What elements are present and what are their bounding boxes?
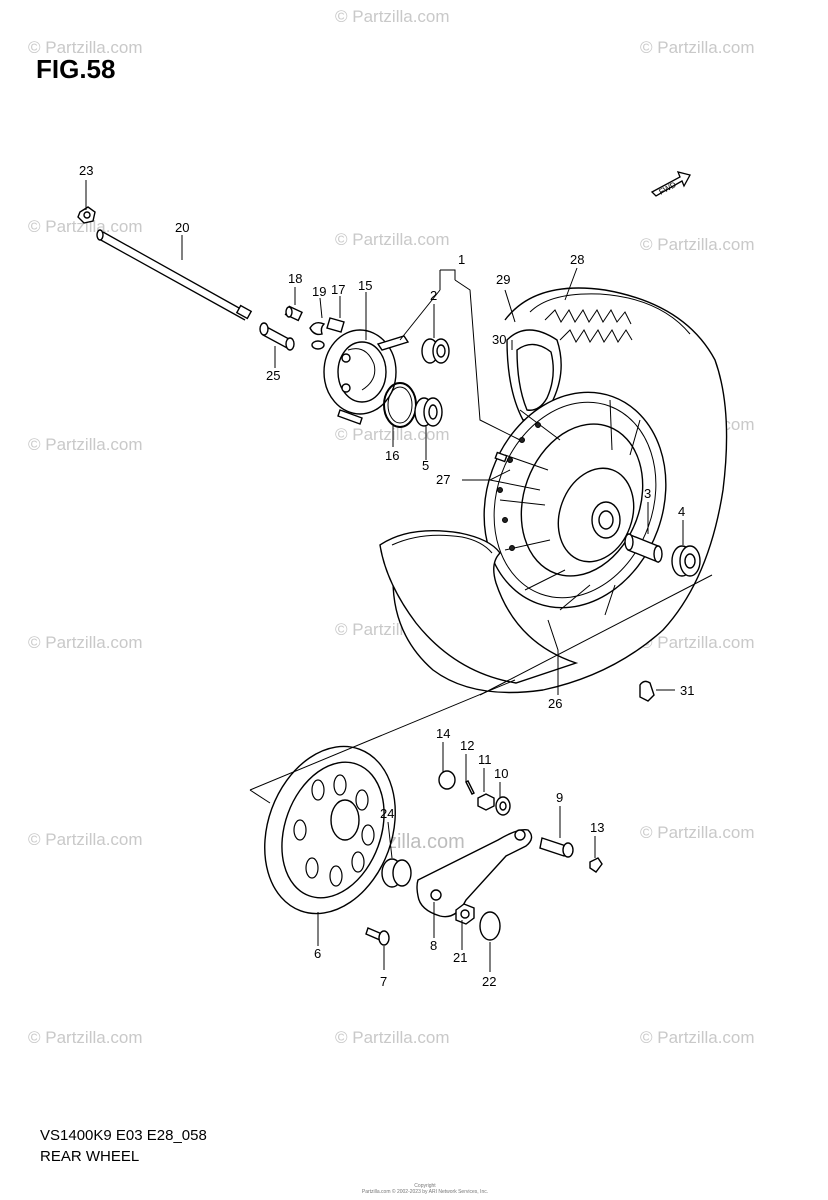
torque-link-nut-upper	[477, 793, 495, 811]
watermark-text: © Partzilla.com	[640, 38, 755, 57]
watermark-text: © Partzilla.com	[28, 633, 143, 652]
tire-lower-section	[379, 530, 579, 684]
torque-link-nut	[455, 903, 475, 925]
callout-6: 6	[314, 946, 321, 961]
callout-30: 30	[492, 332, 506, 347]
callout-11: 11	[478, 752, 492, 767]
callout-23: 23	[79, 163, 93, 178]
callout-22: 22	[482, 974, 496, 989]
wheel-spacer	[624, 532, 663, 564]
watermark-text: © Partzilla.com	[640, 235, 755, 254]
axle-spacer	[259, 322, 295, 351]
brake-disc	[264, 745, 396, 915]
rear-wheel-rim	[483, 391, 667, 616]
wheel-bearing	[414, 397, 443, 427]
fwd-arrow-icon: FWD	[650, 171, 691, 197]
callout-25: 25	[266, 368, 280, 383]
fig-title: FIG.58	[36, 54, 116, 84]
watermark-text: © Partzilla.com	[335, 7, 450, 26]
cotter-pin	[465, 780, 475, 795]
sprocket-collar	[381, 858, 412, 888]
axle-nut	[77, 206, 96, 224]
callout-7: 7	[380, 974, 387, 989]
rubber-cushion	[438, 770, 456, 790]
callout-15: 15	[358, 278, 372, 293]
wheel-bearing-right	[671, 545, 701, 577]
copyright-line-2: Partzilla.com © 2002-2023 by ARI Network…	[361, 1189, 489, 1195]
callout-8: 8	[430, 938, 437, 953]
callout-28: 28	[570, 252, 584, 267]
callout-17: 17	[331, 282, 345, 297]
callout-labels: 1 2 3 4 5 6 7 8 9 10 11 12 13 14 15 16 1…	[79, 163, 694, 989]
watermark-text: © Partzilla.com	[28, 1028, 143, 1047]
watermark-text: © Partzilla.com	[335, 425, 450, 444]
lock-washer	[309, 321, 326, 350]
diagram-name: REAR WHEEL	[40, 1148, 140, 1165]
watermark-text: © Partzilla.com	[28, 830, 143, 849]
callout-2: 2	[430, 288, 437, 303]
callout-27: 27	[436, 472, 450, 487]
washer	[495, 796, 511, 816]
o-ring	[383, 382, 417, 428]
diagram-code: VS1400K9 E03 E28_058	[40, 1127, 207, 1144]
watermark-text: © Partzilla.com	[335, 1028, 450, 1047]
callout-1: 1	[458, 252, 465, 267]
wheel-brake-drum	[497, 422, 541, 551]
brake-panel-bolt	[284, 305, 303, 322]
callout-12: 12	[460, 738, 474, 753]
disc-bolt	[365, 927, 390, 946]
callout-13: 13	[590, 820, 604, 835]
watermark-text: © Partzilla.com	[28, 435, 143, 454]
callout-19: 19	[312, 284, 326, 299]
valve	[639, 680, 655, 702]
watermark-text: © Partzilla.com	[28, 38, 143, 57]
wheel-bolt	[494, 451, 508, 463]
callout-26: 26	[548, 696, 562, 711]
callout-18: 18	[288, 271, 302, 286]
callout-5: 5	[422, 458, 429, 473]
callout-31: 31	[680, 683, 694, 698]
callout-20: 20	[175, 220, 189, 235]
watermark-text: © Partzilla.com	[335, 230, 450, 249]
torque-link	[416, 829, 533, 918]
rear-brake-panel	[323, 329, 410, 425]
brake-panel-stopper	[326, 317, 345, 333]
callout-9: 9	[556, 790, 563, 805]
copyright-notice: Copyright Partzilla.com © 2002-2023 by A…	[330, 1183, 520, 1195]
cap	[479, 911, 501, 941]
watermark-text: © Partzilla.com	[640, 1028, 755, 1047]
clip	[589, 857, 603, 873]
callout-21: 21	[453, 950, 467, 965]
callout-10: 10	[494, 766, 508, 781]
watermark-text: © Partzilla.com	[640, 633, 755, 652]
watermark-text: © Partzilla.com	[640, 823, 755, 842]
callout-14: 14	[436, 726, 450, 741]
rear-axle	[96, 229, 253, 321]
leader-lines	[85, 180, 713, 972]
wheel-bearing-upper	[421, 338, 450, 364]
watermark-text: © Partzilla.com	[28, 217, 143, 236]
torque-link-bolt	[539, 837, 574, 858]
callout-24: 24	[380, 806, 394, 821]
callout-4: 4	[678, 504, 685, 519]
copyright-line-1: Copyright	[414, 1183, 436, 1189]
callout-29: 29	[496, 272, 510, 287]
callout-16: 16	[385, 448, 399, 463]
callout-3: 3	[644, 486, 651, 501]
